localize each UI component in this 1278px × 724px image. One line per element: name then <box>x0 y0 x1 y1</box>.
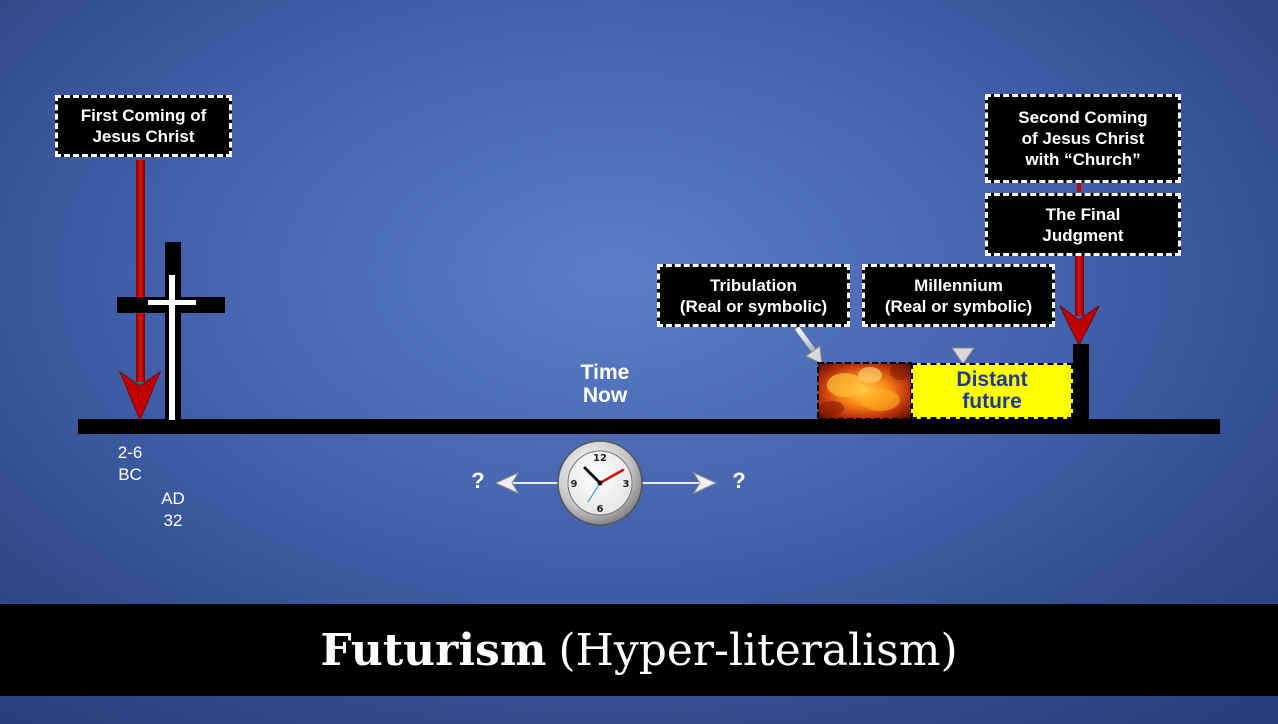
title-main: Futurism <box>320 624 547 676</box>
tribulation-box: Tribulation (Real or symbolic) <box>657 264 850 327</box>
clock-icon: 12 3 6 9 <box>557 440 643 526</box>
millennium-callout-arrow <box>951 328 975 365</box>
fire-image <box>817 362 912 420</box>
left-question-mark: ? <box>471 468 485 493</box>
ad-date-label: AD 32 <box>161 489 185 530</box>
clock-numeral-9: 9 <box>571 479 578 490</box>
clock-hour-hand <box>583 466 602 485</box>
title-bar: Futurism (Hyper-literalism) <box>0 604 1278 696</box>
time-now-label: Time Now <box>580 361 630 407</box>
right-question-mark: ? <box>732 468 746 493</box>
distant-future-block: Distant future <box>911 363 1073 419</box>
first-coming-box: First Coming of Jesus Christ <box>55 95 232 157</box>
millennium-box: Millennium (Real or symbolic) <box>862 264 1055 327</box>
left-time-arrow <box>494 471 560 495</box>
timeline-bar <box>78 419 1220 434</box>
title-subtitle: (Hyper-literalism) <box>558 624 958 676</box>
final-judgment-box: The Final Judgment <box>985 193 1181 256</box>
clock-numeral-3: 3 <box>623 479 630 490</box>
tribulation-callout-arrow <box>794 326 823 365</box>
clock-numeral-12: 12 <box>593 453 607 464</box>
second-coming-arrow <box>1059 182 1100 347</box>
bc-date-label: 2-6 BC <box>117 443 143 484</box>
clock-numeral-6: 6 <box>597 504 604 515</box>
distant-future-label: Distant future <box>956 368 1028 413</box>
end-marker-post <box>1073 344 1089 420</box>
right-time-arrow <box>640 471 718 495</box>
second-coming-box: Second Coming of Jesus Christ with “Chur… <box>985 94 1181 183</box>
clock-minute-hand <box>598 468 625 485</box>
first-coming-arrow <box>118 160 162 422</box>
clock-second-hand <box>587 482 601 503</box>
